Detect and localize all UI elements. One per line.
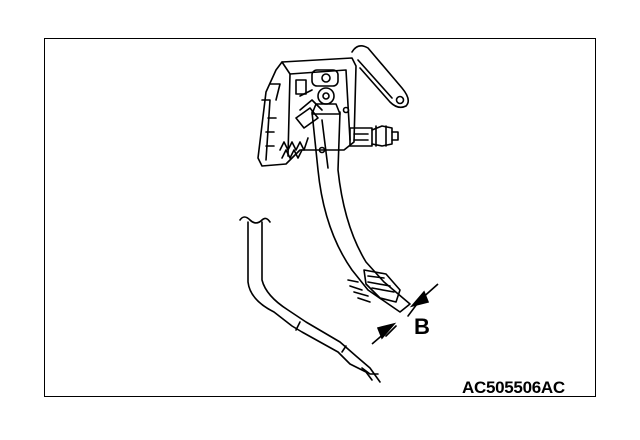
pedal-bracket [257,57,357,167]
callout-label-b: B [414,314,430,339]
pedal-pivot [311,87,350,154]
pedal-upper-arm [351,44,410,109]
stop-lamp-switch [349,125,399,147]
dimension-b-arrows [371,283,439,345]
pedal-pad [347,269,401,303]
floor-panel [239,216,381,383]
pedal-lever [311,111,411,313]
figure-code: AC505506AC [462,378,565,397]
figure-frame [44,38,596,397]
